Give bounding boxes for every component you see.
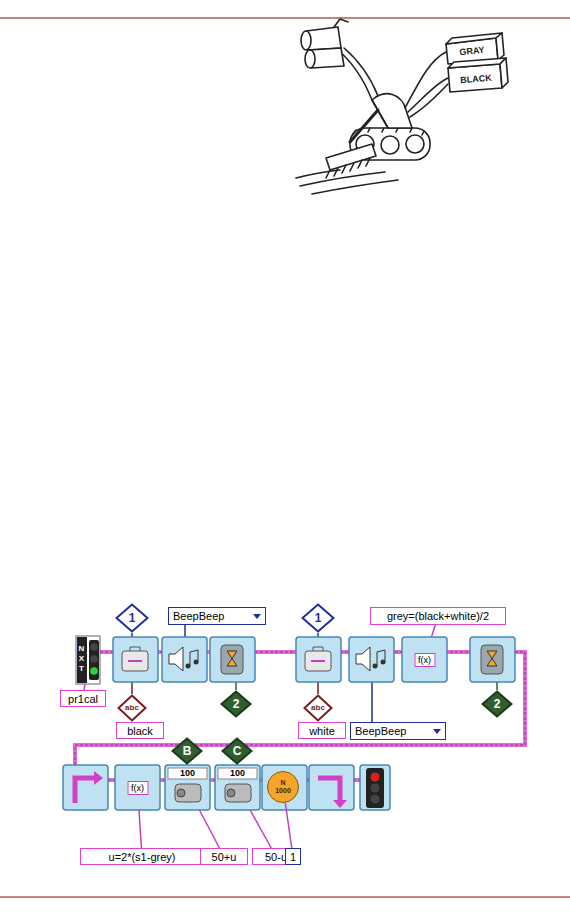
node-text: u=2*(s1-grey) — [109, 851, 176, 863]
port-diamond: 2 — [481, 690, 513, 718]
page-rule — [0, 896, 570, 898]
node-text: N 1000 — [273, 779, 293, 795]
motor-block — [215, 765, 260, 810]
motor-block — [165, 765, 210, 810]
node-text: 1 — [301, 612, 335, 624]
text-plug-diamond: abc — [117, 694, 147, 722]
node-text: 1 — [290, 851, 296, 863]
variable-label-box: pr1cal — [60, 690, 106, 707]
variable-label-box: black — [116, 722, 164, 739]
formula-block: f(x) — [402, 637, 447, 682]
data-wire — [431, 625, 435, 637]
timer-block — [262, 765, 307, 810]
setting-box: BeepBeep — [168, 607, 266, 625]
wait-block — [210, 637, 255, 682]
variable-label-box: 50+u — [200, 848, 248, 865]
variable-block — [296, 637, 341, 682]
formula-block — [402, 637, 447, 682]
box-label: BLACK — [450, 68, 501, 90]
variable-label-box: grey=(black+white)/2 — [370, 607, 506, 625]
dropdown-arrow — [433, 729, 441, 734]
sound-block — [162, 637, 207, 682]
node-text: 1 — [115, 612, 149, 624]
setting-box: 1 — [285, 848, 301, 865]
node-text: BeepBeep — [355, 725, 406, 737]
variable-label-box: white — [298, 722, 346, 739]
page-rule — [0, 17, 570, 19]
port-diamond: 1 — [115, 603, 149, 633]
node-text: N X T — [78, 644, 85, 674]
node-text: grey=(black+white)/2 — [387, 610, 489, 622]
wait-block — [470, 637, 515, 682]
robot-illustration — [296, 19, 508, 194]
formula-block — [115, 765, 160, 810]
timer-dial: N 1000 — [267, 771, 299, 803]
sound-block — [349, 637, 394, 682]
node-text: f(x) — [127, 781, 148, 795]
data-wire — [199, 810, 219, 848]
node-text: 2 — [481, 698, 513, 710]
node-text: black — [127, 725, 153, 737]
motor-block: 100 — [215, 765, 260, 810]
data-wire — [250, 810, 271, 848]
port-diamond: B — [171, 737, 203, 765]
node-text: f(x) — [414, 653, 435, 667]
start-block — [76, 636, 100, 684]
node-text: abc — [303, 704, 333, 712]
node-text: 100 — [165, 768, 210, 779]
variable-label-box: u=2*(s1-grey) — [80, 848, 204, 865]
formula-block: f(x) — [115, 765, 160, 810]
port-diamond: C — [221, 737, 253, 765]
node-text: 50+u — [212, 851, 237, 863]
node-text: BeepBeep — [173, 610, 224, 622]
dropdown-arrow — [253, 614, 261, 619]
node-text: pr1cal — [68, 693, 98, 705]
node-text: B — [171, 745, 203, 757]
data-wires — [132, 625, 497, 722]
motor-block: 100 — [165, 765, 210, 810]
loop-start-block — [63, 765, 108, 810]
text-plug-diamond: abc — [303, 694, 333, 722]
node-text: C — [221, 745, 253, 757]
node-text: white — [309, 725, 335, 737]
variable-block — [113, 637, 158, 682]
setting-box: BeepBeep — [350, 722, 446, 740]
node-text: 2 — [220, 698, 252, 710]
box-label: GRAY — [447, 41, 496, 62]
stop-block — [360, 765, 390, 810]
node-text: 100 — [215, 768, 260, 779]
port-diamond: 2 — [220, 690, 252, 718]
node-text: 50-u — [265, 851, 287, 863]
port-diamond: 1 — [301, 603, 335, 633]
data-wire — [285, 803, 291, 848]
node-text: abc — [117, 704, 147, 712]
loop-end-block — [309, 765, 354, 810]
data-wire — [139, 810, 141, 848]
start-block: N X T — [76, 636, 100, 684]
